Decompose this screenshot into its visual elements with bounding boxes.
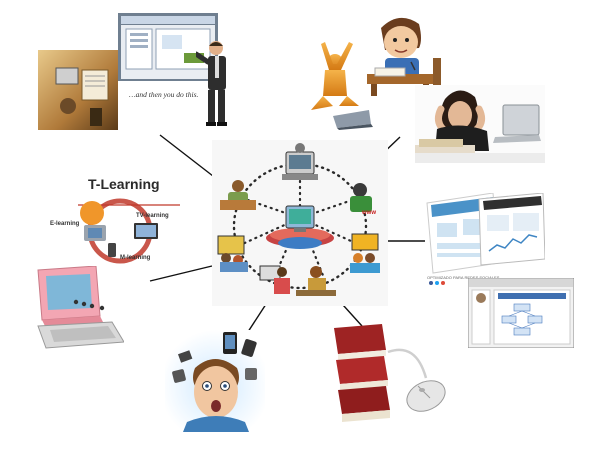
books-and-mouse-image bbox=[330, 320, 460, 428]
www-kid-right: www bbox=[350, 183, 376, 216]
central-computer-icon bbox=[266, 205, 334, 249]
computer-mouse-icon bbox=[406, 380, 446, 412]
gadget-mp3-icon bbox=[172, 369, 186, 383]
stressed-student-laptop-photo bbox=[415, 85, 545, 163]
website-screenshot-stack: OPTIMIZADO PARA REDES SOCIALES bbox=[423, 193, 545, 285]
classroom-caption: …and then you do this. bbox=[129, 90, 199, 99]
girl-bottom-right bbox=[296, 266, 336, 296]
kids-with-board-right bbox=[350, 233, 380, 273]
phone-icon bbox=[108, 243, 116, 257]
gadget-device-icon bbox=[241, 339, 257, 357]
t-learning-diagram: T-Learning E-learning TV-learning M-lear… bbox=[40, 175, 180, 267]
students-at-desks-left bbox=[217, 235, 248, 272]
boy-studying-at-desk bbox=[363, 10, 445, 96]
www-label: www bbox=[361, 210, 376, 216]
e-learning-node bbox=[80, 201, 104, 225]
e-learning-label: E-learning bbox=[50, 221, 80, 227]
person-at-computer-top bbox=[282, 143, 318, 180]
classroom-collage-image bbox=[38, 50, 118, 130]
m-learning-label: M-learning bbox=[120, 255, 151, 261]
surprised-man-with-gadgets bbox=[165, 330, 265, 432]
tv-learning-label: TV-learning bbox=[136, 213, 169, 219]
web-footer-note: OPTIMIZADO PARA REDES SOCIALES bbox=[427, 275, 500, 280]
connector-line bbox=[149, 265, 213, 282]
gadget-player-icon bbox=[245, 368, 257, 380]
elearning-platform-screenshot bbox=[468, 278, 574, 348]
gadget-camera-icon bbox=[177, 350, 193, 363]
presentation-screen bbox=[118, 13, 218, 81]
center-network-illustration: www bbox=[212, 140, 388, 306]
t-learning-title: T-Learning bbox=[88, 176, 160, 192]
teacher-figure bbox=[196, 38, 242, 128]
cheering-figure-with-laptop bbox=[303, 40, 373, 130]
computer-with-people-illustration bbox=[32, 266, 124, 352]
connector-line bbox=[159, 134, 223, 184]
book-stack bbox=[334, 324, 390, 422]
kid-at-computer-bottom bbox=[259, 265, 290, 294]
mouse-cable bbox=[387, 348, 428, 379]
reading-person-left bbox=[220, 180, 256, 210]
